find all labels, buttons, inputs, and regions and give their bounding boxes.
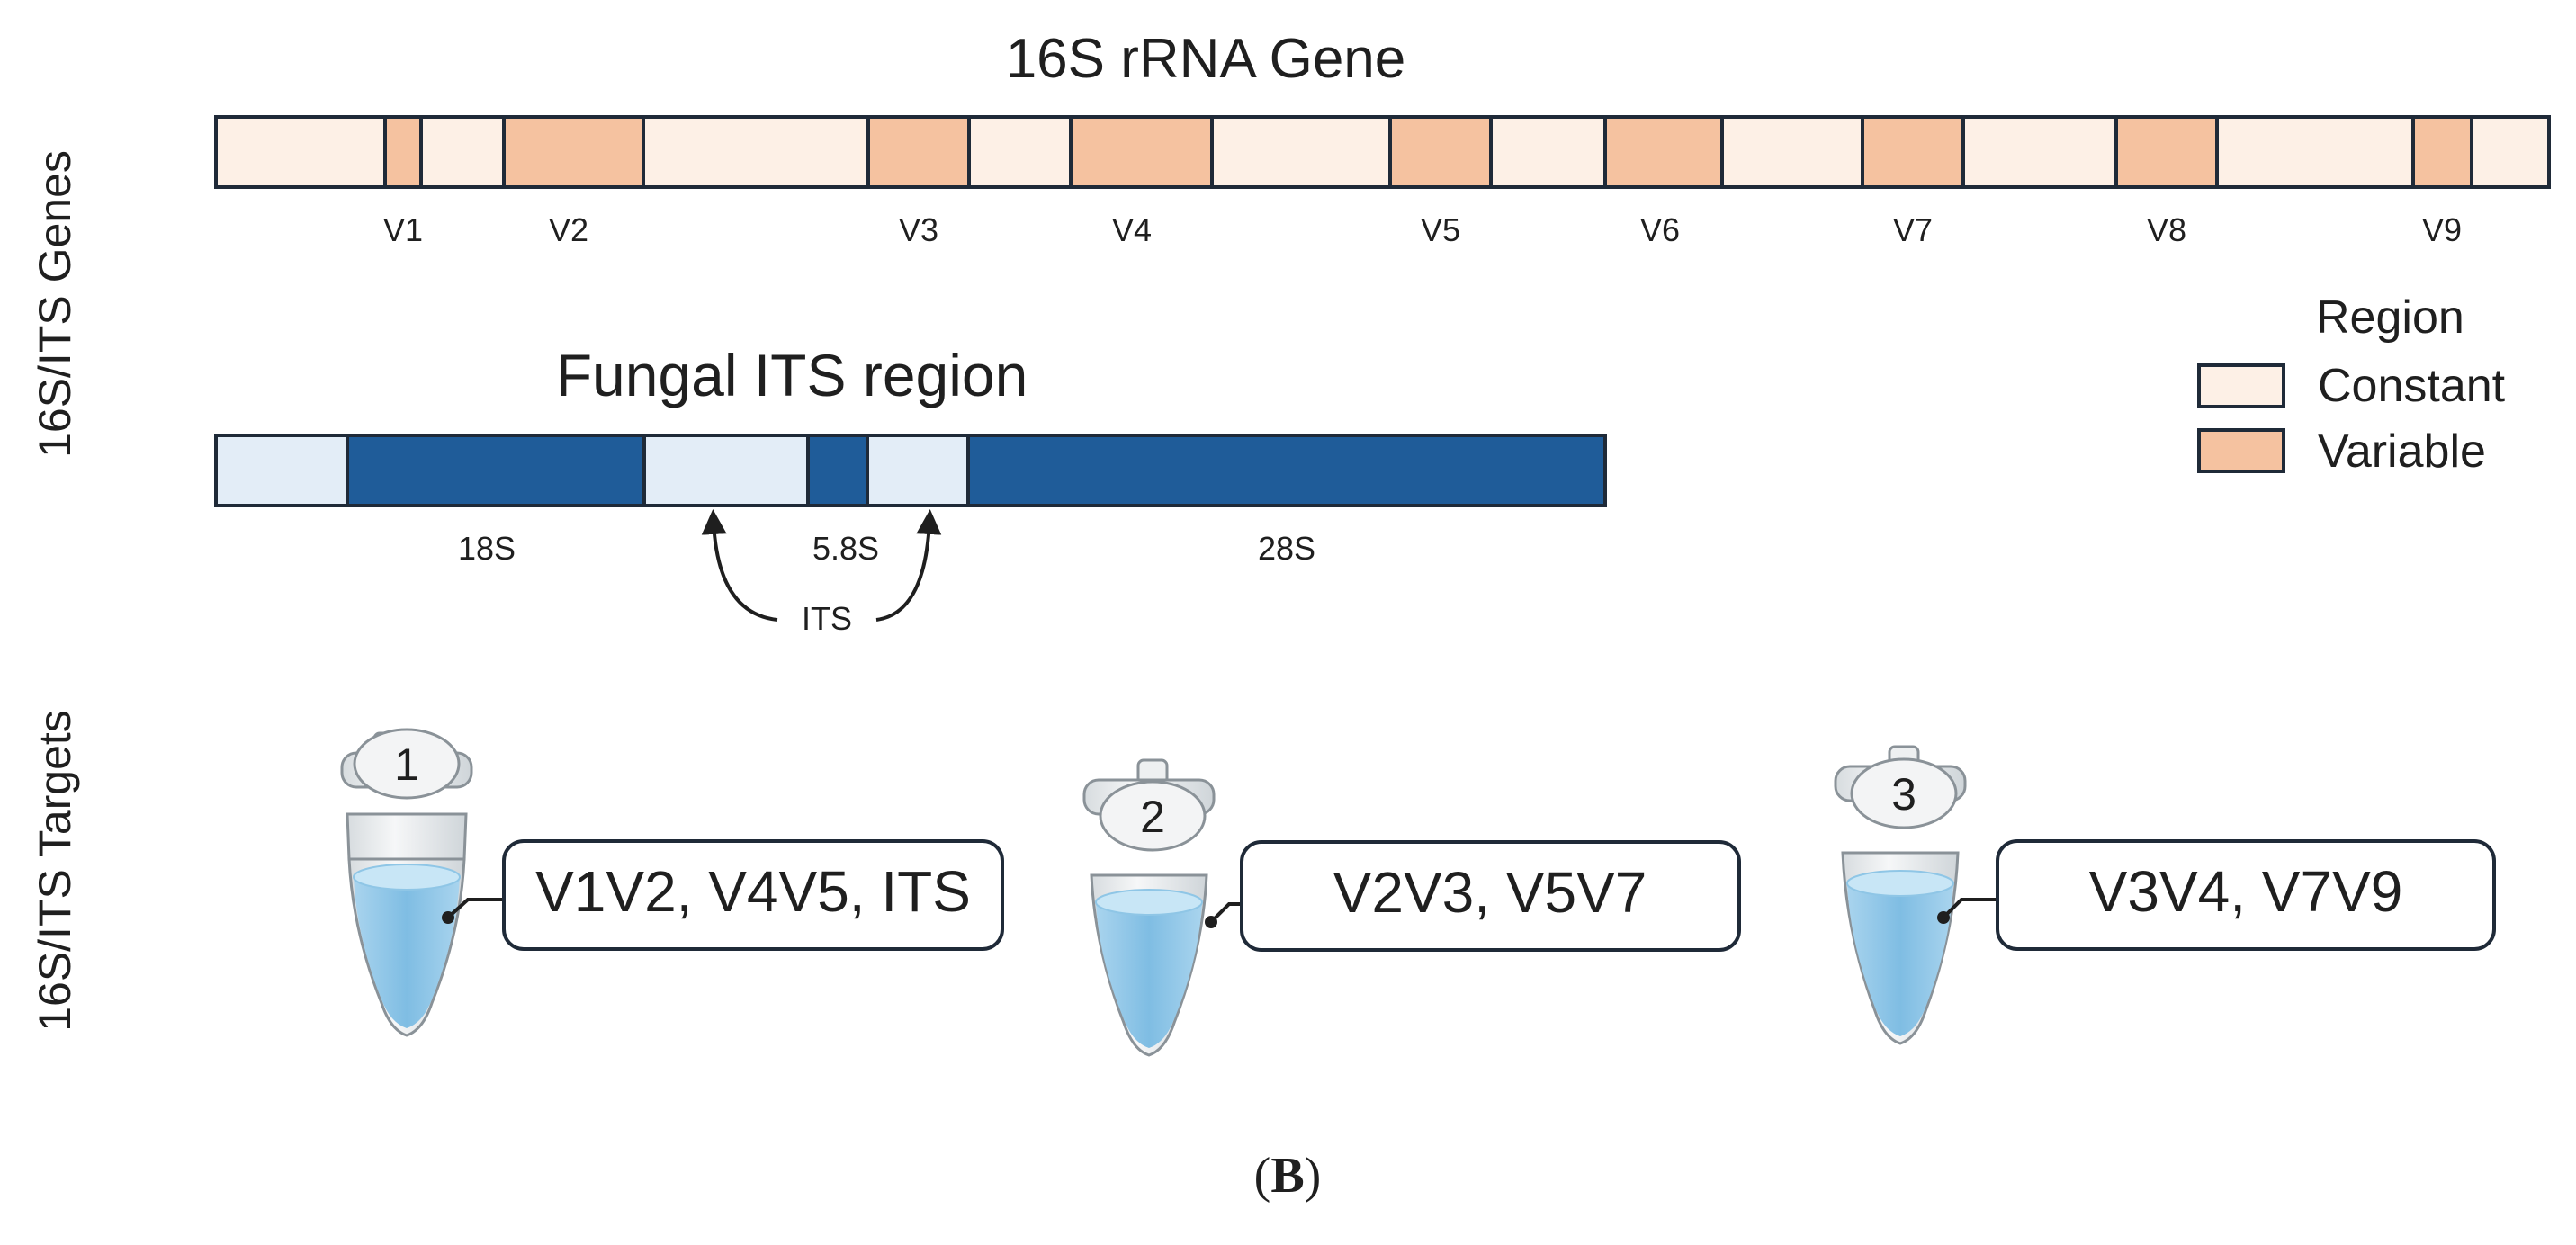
its-segment-leading: [214, 434, 349, 507]
its-label-18s: 18S: [458, 530, 516, 567]
rrna-segment-c2: [419, 115, 506, 189]
rrna-segment-v3: [866, 115, 971, 189]
rrna-segment-c4: [967, 115, 1073, 189]
rrna-segment-v5: [1388, 115, 1493, 189]
tube-3-connector-line: [1942, 898, 1997, 919]
its-segment-its1: [642, 434, 810, 507]
its-segment-its2: [866, 434, 970, 507]
variable-label-v9: V9: [2422, 211, 2462, 248]
tube-liquid: [354, 877, 460, 1028]
tube-rim: [346, 812, 468, 861]
variable-label-v3: V3: [899, 211, 938, 248]
rrna-segment-v4: [1069, 115, 1214, 189]
tube-1-connector-line: [446, 898, 504, 919]
tube-liquid-surface: [353, 864, 461, 891]
variable-label-v1: V1: [383, 211, 423, 248]
panel-label-close: ): [1305, 1148, 1322, 1204]
tube-2: 2: [1082, 758, 1216, 1057]
rrna-segment-c9: [2215, 115, 2415, 189]
rrna-segment-c3: [642, 115, 870, 189]
tube-2-targets: V2V3, V5V7: [1333, 860, 1647, 925]
rrna-16s-gene-bar: [214, 115, 2551, 189]
tube-3-targets: V3V4, V7V9: [2089, 859, 2403, 924]
tube-number: 1: [394, 739, 419, 790]
rrna-segment-v9: [2411, 115, 2473, 189]
variable-label-v7: V7: [1893, 211, 1933, 248]
rrna-segment-v7: [1861, 115, 1965, 189]
rrna-segment-c6: [1489, 115, 1607, 189]
rrna-segment-v1: [383, 115, 423, 189]
its-segment-58s: [806, 434, 869, 507]
rrna-16s-title: 16S rRNA Gene: [1006, 28, 1406, 90]
variable-label-v6: V6: [1640, 211, 1680, 248]
rrna-segment-c8: [1961, 115, 2118, 189]
its2-arrow: [875, 509, 942, 622]
tube-cap-top: [353, 728, 461, 800]
rrna-segment-v8: [2114, 115, 2219, 189]
panel-label-letter: B: [1270, 1148, 1304, 1204]
panel-label-open: (: [1254, 1148, 1271, 1204]
tube-liquid: [1096, 902, 1202, 1048]
panel-label: (B): [1254, 1148, 1322, 1204]
rrna-segment-c1: [214, 115, 387, 189]
tube-number: 2: [1140, 792, 1165, 842]
side-label-targets: 16S/ITS Targets: [30, 710, 80, 1032]
legend-swatch-variable: [2197, 428, 2285, 473]
its-label-28s: 28S: [1258, 530, 1315, 567]
its-segment-18s: [346, 434, 646, 507]
tube-liquid-surface: [1846, 870, 1954, 897]
variable-label-v8: V8: [2147, 211, 2186, 248]
legend-swatch-constant: [2197, 363, 2285, 408]
tube-number: 3: [1891, 769, 1916, 820]
tube-cap-top: [1850, 757, 1958, 829]
tube-1-target-box: [502, 839, 1004, 951]
rrna-segment-v2: [502, 115, 645, 189]
its-label-its: ITS: [802, 600, 852, 637]
tube-2-connector-line: [1209, 902, 1242, 924]
tube-liquid: [1847, 883, 1953, 1036]
tube-liquid-surface: [1095, 889, 1203, 916]
side-label-genes: 16S/ITS Genes: [30, 150, 80, 458]
fungal-its-bar: [214, 434, 1607, 507]
rrna-segment-c10: [2470, 115, 2551, 189]
tube-1: 1: [340, 728, 473, 1037]
rrna-segment-c5: [1210, 115, 1392, 189]
tube-2-target-box: [1240, 840, 1741, 952]
tube-3-target-box: [1996, 839, 2496, 951]
rrna-segment-c7: [1720, 115, 1864, 189]
tube-3: 3: [1834, 745, 1967, 1045]
variable-label-v4: V4: [1112, 211, 1152, 248]
tube-cap-top: [1099, 780, 1207, 852]
variable-label-v5: V5: [1421, 211, 1460, 248]
region-legend: Region Constant Variable: [2197, 291, 2506, 478]
rrna-variable-labels: V1 V2 V3 V4 V5 V6 V7 V8 V9: [383, 211, 2462, 248]
fungal-its-title: Fungal ITS region: [556, 342, 1028, 408]
its-label-58s: 5.8S: [812, 530, 879, 567]
its-segment-28s: [966, 434, 1607, 507]
rrna-segment-v6: [1603, 115, 1724, 189]
legend-label-constant: Constant: [2318, 360, 2506, 412]
legend-label-variable: Variable: [2318, 425, 2486, 478]
its1-arrow: [701, 509, 778, 622]
tube-1-targets: V1V2, V4V5, ITS: [535, 859, 971, 924]
variable-label-v2: V2: [549, 211, 588, 248]
legend-title: Region: [2316, 291, 2464, 344]
